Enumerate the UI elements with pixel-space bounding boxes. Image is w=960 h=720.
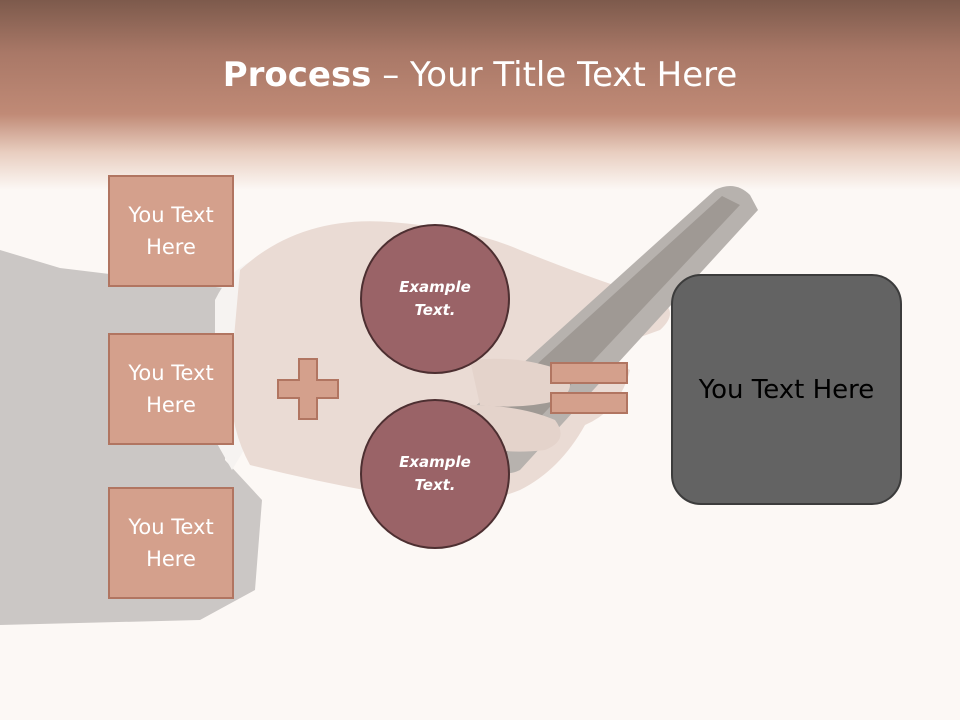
text-box-2-label: You Text Here (128, 361, 214, 417)
text-box-1: You Text Here (108, 175, 234, 287)
result-box: You Text Here (671, 274, 902, 505)
equals-icon (550, 362, 628, 414)
example-circle-2: Example Text. (360, 399, 510, 549)
title-rest: – Your Title Text Here (371, 55, 738, 95)
example-circle-2-label: Example Text. (399, 453, 471, 494)
slide-title: Process – Your Title Text Here (0, 52, 960, 98)
example-circle-1: Example Text. (360, 224, 510, 374)
text-box-1-label: You Text Here (128, 203, 214, 259)
example-circle-1-label: Example Text. (399, 278, 471, 319)
text-box-3-label: You Text Here (128, 515, 214, 571)
title-bold: Process (222, 55, 372, 95)
text-box-3: You Text Here (108, 487, 234, 599)
text-box-2: You Text Here (108, 333, 234, 445)
result-box-label: You Text Here (698, 374, 875, 405)
header-band (0, 0, 960, 190)
plus-icon (277, 358, 339, 420)
